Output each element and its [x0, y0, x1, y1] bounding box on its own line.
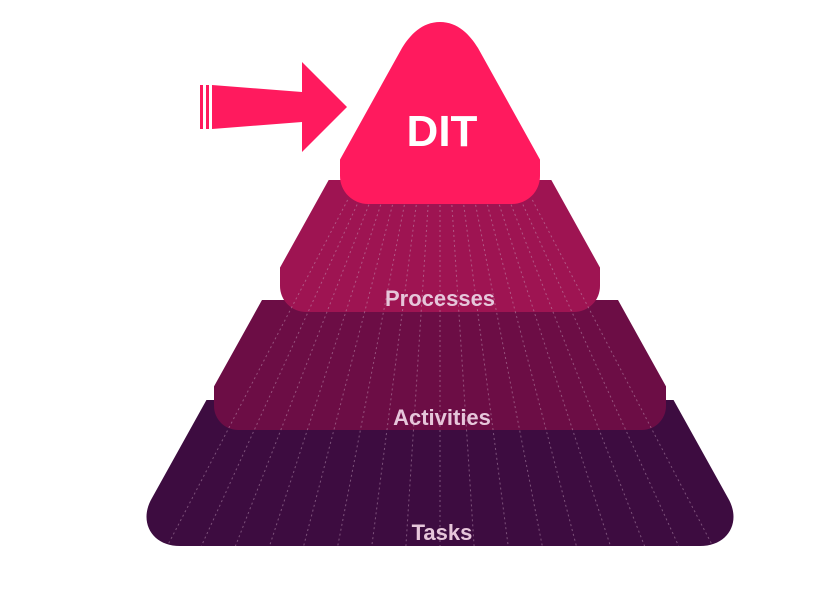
- grid-line: [334, 199, 406, 546]
- tier-activities: [214, 300, 666, 430]
- activities-label: Activities: [393, 405, 491, 430]
- grid-line: [194, 199, 360, 546]
- grid-line: [451, 199, 476, 546]
- tasks-label: Tasks: [412, 520, 473, 545]
- grid-line: [369, 199, 418, 546]
- grid-line: [299, 199, 395, 546]
- dit-label: DIT: [407, 107, 478, 156]
- grid-line: [497, 199, 616, 546]
- grid-line: [485, 199, 581, 546]
- pyramid-body: [146, 22, 734, 546]
- grid-line: [264, 199, 383, 546]
- processes-label: Processes: [385, 286, 495, 311]
- grid-line: [474, 199, 546, 546]
- grid-line: [462, 199, 511, 546]
- tier-processes: [280, 180, 600, 312]
- grid-line: [520, 199, 686, 546]
- grid-line: [404, 199, 429, 546]
- perspective-grid: [159, 199, 721, 546]
- right-arrow-icon: [200, 62, 347, 152]
